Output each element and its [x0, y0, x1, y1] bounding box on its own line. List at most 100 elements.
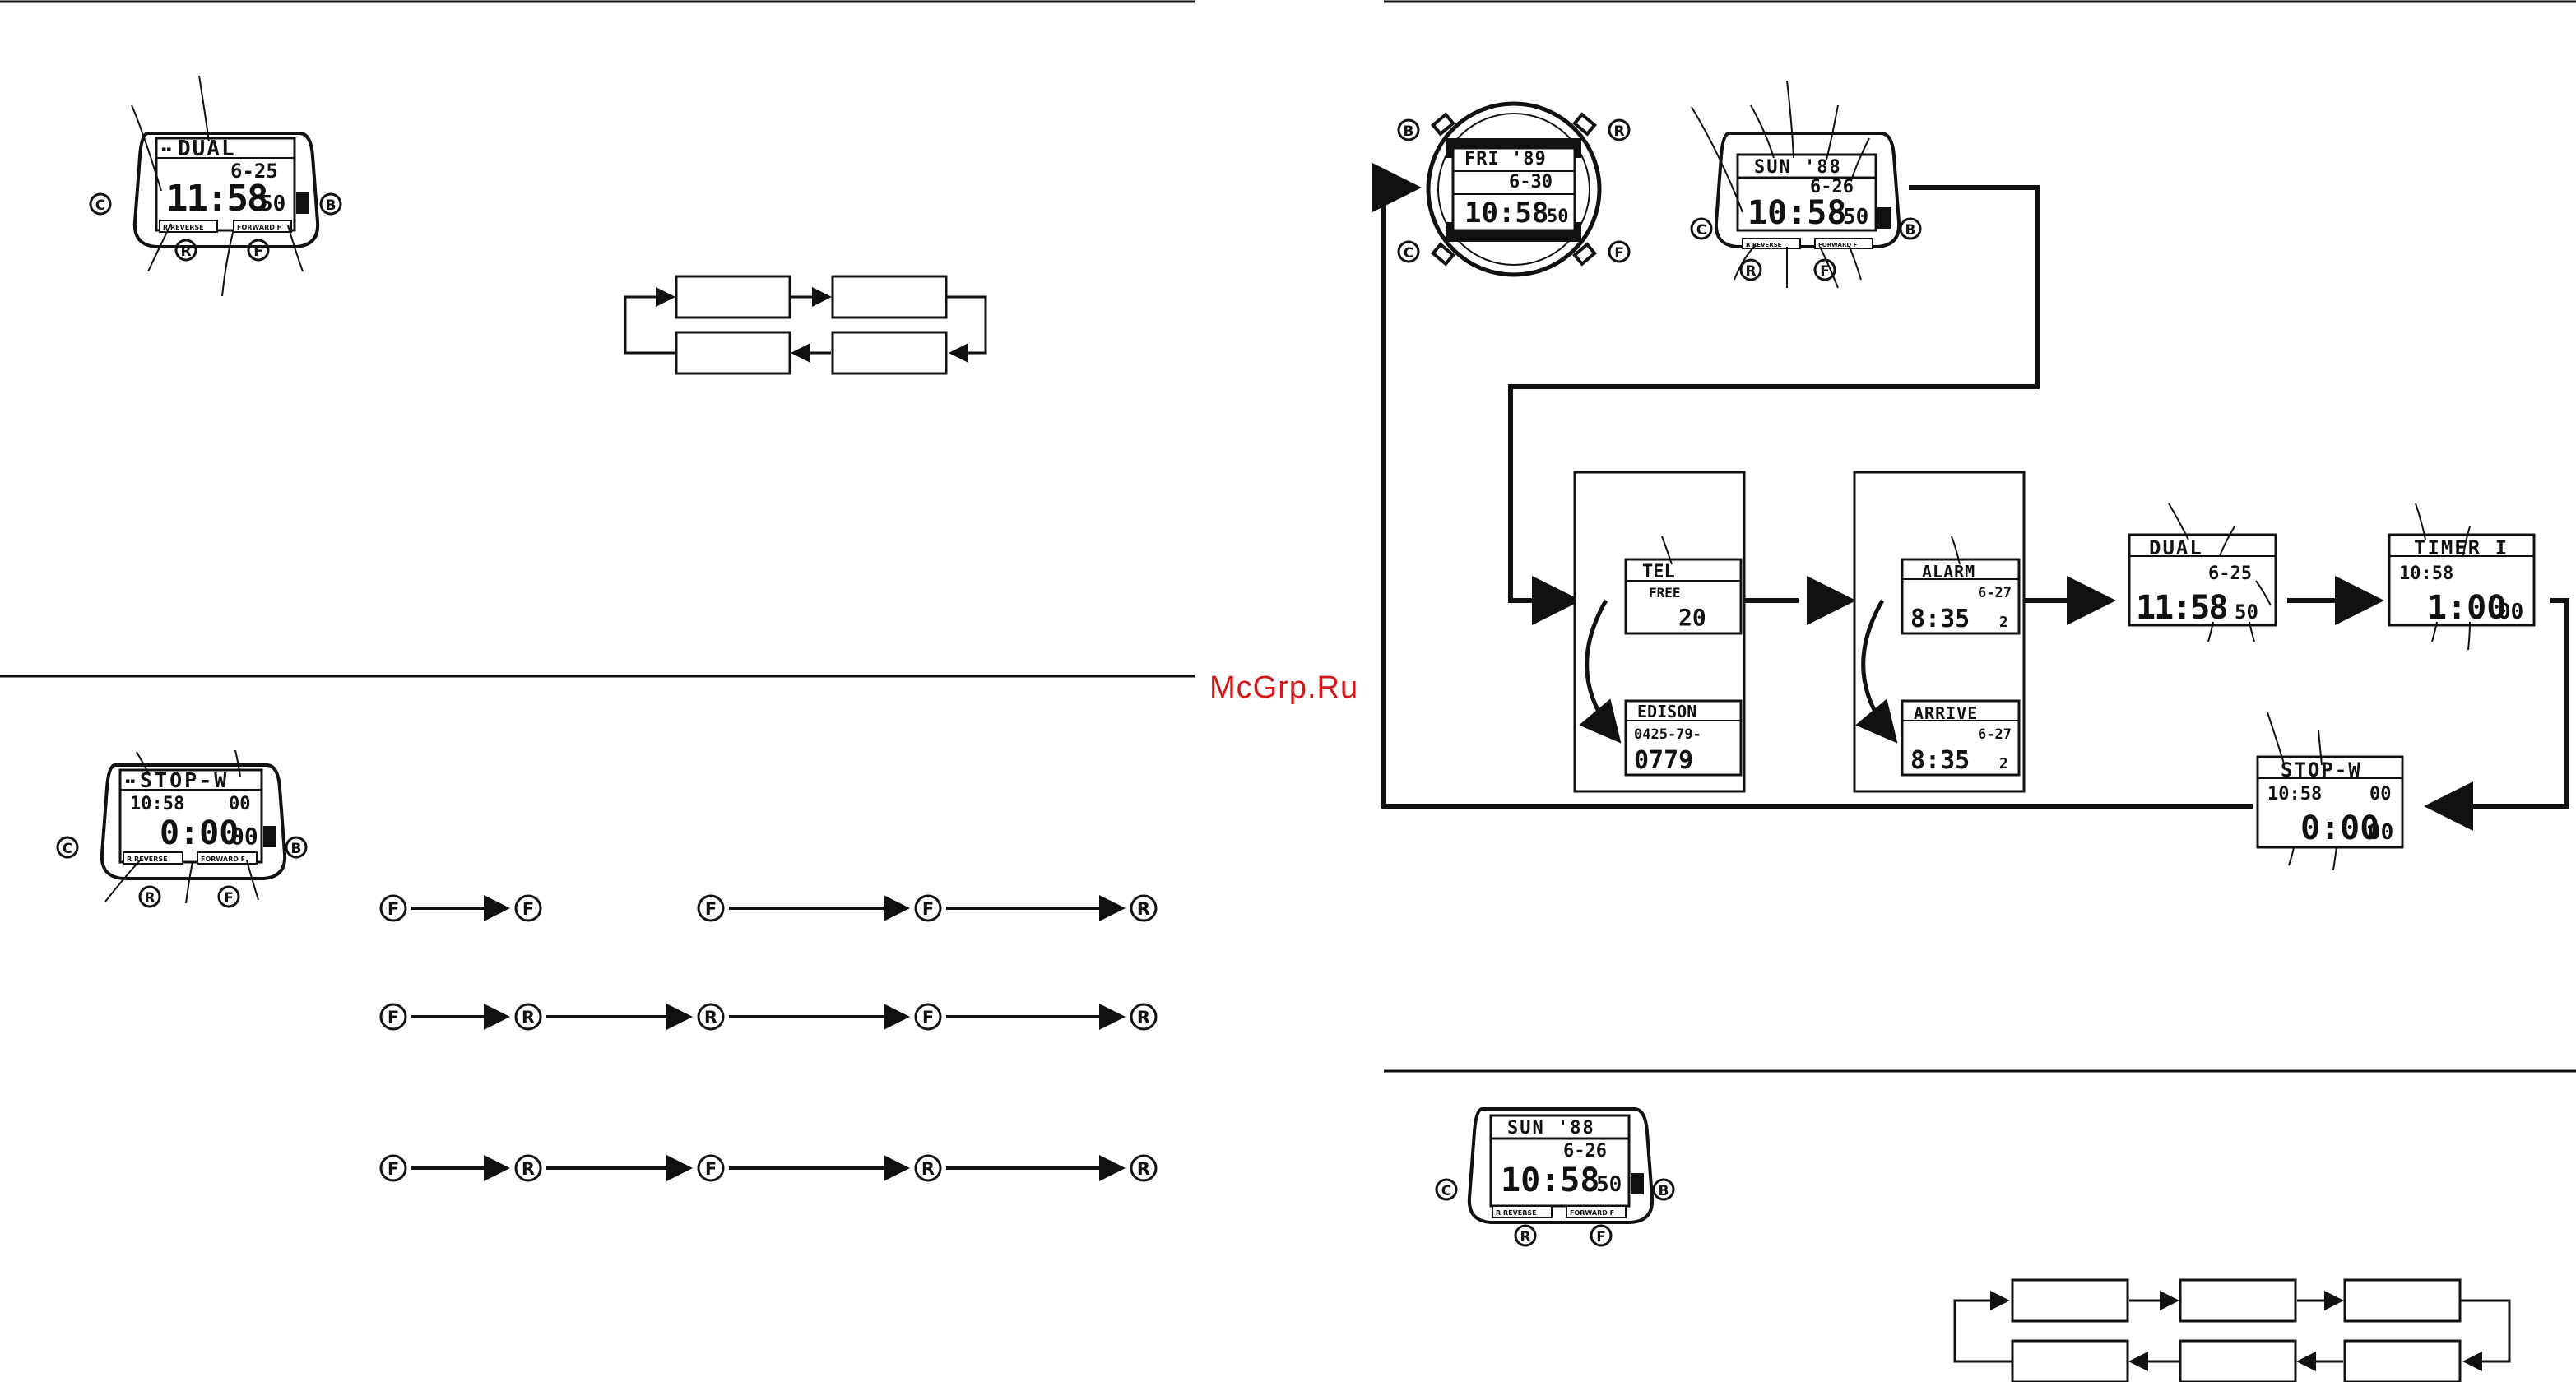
svg-text:6-27: 6-27	[1978, 726, 2012, 743]
sequence-button-icon	[697, 1003, 725, 1031]
date-readout: 6-26	[1810, 177, 1854, 197]
stopwatch-watch: ▪▪ STOP-W 10:58 00 0:00 00 R REVERSE FOR…	[56, 749, 308, 908]
button-b-icon: B	[1899, 217, 1922, 240]
reverse-label: R REVERSE	[163, 224, 204, 231]
tel-display-bottom: EDISON 0425-79- 0779	[1624, 699, 1743, 777]
sequence-button-letter: R	[522, 1159, 535, 1179]
svg-text:R: R	[1520, 1229, 1530, 1245]
svg-text:R: R	[1745, 263, 1756, 280]
button-f-icon: F	[1813, 258, 1836, 281]
flow-stopwatch-display: STOP-W 10:58 00 0:00 00	[2256, 712, 2404, 871]
svg-text:00: 00	[2498, 600, 2523, 624]
svg-text:FREE: FREE	[1649, 585, 1681, 601]
sequence-button-letter: R	[704, 1008, 717, 1027]
button-f-icon: F	[1590, 1224, 1613, 1247]
svg-text:11:58: 11:58	[2136, 589, 2226, 627]
button-b-icon: B	[319, 192, 342, 216]
svg-text:C: C	[1404, 245, 1413, 262]
sequence-button-icon	[1130, 1003, 1158, 1031]
sequence-button-icon	[379, 1003, 407, 1031]
sunday-digital-watch: SUN '88 6-26 10:58 50 R REVERSE FORWARD …	[1690, 80, 1922, 289]
svg-text:6-27: 6-27	[1978, 585, 2012, 601]
svg-text:00: 00	[2369, 784, 2392, 805]
button-c-icon: C	[56, 836, 79, 859]
sequence-button-letter: F	[522, 899, 534, 919]
svg-text:DUAL: DUAL	[2149, 536, 2203, 559]
svg-text:F: F	[1614, 245, 1624, 262]
time-readout: 10:58	[1748, 194, 1846, 232]
sequence-button-icon	[1130, 894, 1158, 922]
date-readout: 6-26	[1563, 1141, 1607, 1162]
sequence-button-letter: R	[522, 1008, 535, 1027]
svg-text:C: C	[1441, 1183, 1451, 1199]
dual-time-watch: ▪▪ DUAL 6-25 11:58 50 R REVERSE FORWARD …	[89, 75, 342, 297]
svg-text:▪▪: ▪▪	[125, 777, 135, 786]
svg-text:00: 00	[2368, 820, 2393, 845]
svg-text:F: F	[1820, 263, 1830, 280]
svg-text:C: C	[1696, 222, 1706, 239]
svg-text:F: F	[1596, 1229, 1606, 1245]
svg-text:TIMER I: TIMER I	[2414, 536, 2509, 559]
sequence-button-icon	[697, 1154, 725, 1182]
sequence-button-icon	[914, 894, 942, 922]
sequence-button-icon	[697, 894, 725, 922]
svg-text:8:35: 8:35	[1910, 605, 1970, 633]
svg-text:2: 2	[1999, 614, 2008, 631]
svg-text:8:35: 8:35	[1910, 746, 1970, 775]
day-readout: SUN '88	[1754, 157, 1842, 178]
button-r-icon: R	[138, 885, 161, 908]
svg-text:R REVERSE: R REVERSE	[127, 856, 168, 863]
sequence-button-letter: F	[388, 1159, 399, 1179]
svg-text:10:58: 10:58	[2399, 563, 2453, 584]
display-frame	[155, 137, 296, 232]
sequence-button-letter: F	[922, 1008, 934, 1027]
sequence-button-icon	[514, 1003, 542, 1031]
button-c-icon: C	[1397, 240, 1420, 263]
sequence-button-letter: R	[1137, 1159, 1150, 1179]
leader-lines	[104, 749, 259, 904]
seconds-readout: 50	[1547, 206, 1569, 227]
cycle-diagram-right	[1953, 1278, 2511, 1382]
svg-text:F: F	[224, 890, 234, 907]
svg-text:FORWARD F: FORWARD F	[1570, 1209, 1614, 1217]
svg-text:R: R	[144, 890, 155, 907]
button-b-knob	[296, 192, 309, 214]
svg-text:1:00: 1:00	[2427, 589, 2506, 627]
sequence-button-icon	[514, 894, 542, 922]
flow-dual-display: DUAL 6-25 11:58 50	[2128, 503, 2277, 642]
svg-text:B: B	[1659, 1183, 1669, 1199]
button-b-icon: B	[285, 836, 308, 859]
svg-text:ALARM: ALARM	[1922, 562, 1975, 582]
svg-text:FORWARD F: FORWARD F	[201, 856, 245, 863]
sequence-button-letter: F	[388, 1008, 399, 1027]
sequence-button-letter: F	[922, 899, 934, 919]
svg-text:F: F	[253, 243, 263, 260]
svg-text:▪▪: ▪▪	[161, 146, 171, 154]
flow-timer-display: TIMER I 10:58 1:00 00	[2388, 503, 2536, 651]
svg-text:R REVERSE: R REVERSE	[1496, 1209, 1537, 1217]
sequence-button-letter: F	[388, 899, 399, 919]
leader-lines	[1691, 80, 1870, 289]
seconds-readout: 50	[1596, 1172, 1622, 1197]
sequence-button-letter: R	[1137, 1008, 1150, 1027]
telememo-panel: TEL FREE 20 EDISON 0425-79- 0779	[1573, 471, 1746, 793]
button-f-icon: F	[217, 885, 240, 908]
sequence-button-letter: R	[1137, 899, 1150, 919]
button-r-icon: R	[1514, 1224, 1537, 1247]
svg-text:B: B	[291, 841, 302, 857]
svg-text:R REVERSE: R REVERSE	[1746, 242, 1782, 248]
button-r-icon: R	[174, 239, 197, 262]
button-c-icon: C	[89, 192, 112, 216]
time-readout: 10:58	[1501, 1162, 1599, 1199]
hundredths-readout: 00	[230, 823, 258, 850]
sequence-button-icon	[914, 1154, 942, 1182]
sequence-button-letter: F	[705, 899, 717, 919]
svg-text:R: R	[180, 243, 191, 260]
svg-text:B: B	[1905, 222, 1916, 239]
svg-text:20: 20	[1678, 604, 1706, 631]
date-readout: 6-25	[230, 160, 278, 183]
time-readout: 10:58	[1464, 197, 1548, 230]
sequence-button-icon	[514, 1154, 542, 1182]
